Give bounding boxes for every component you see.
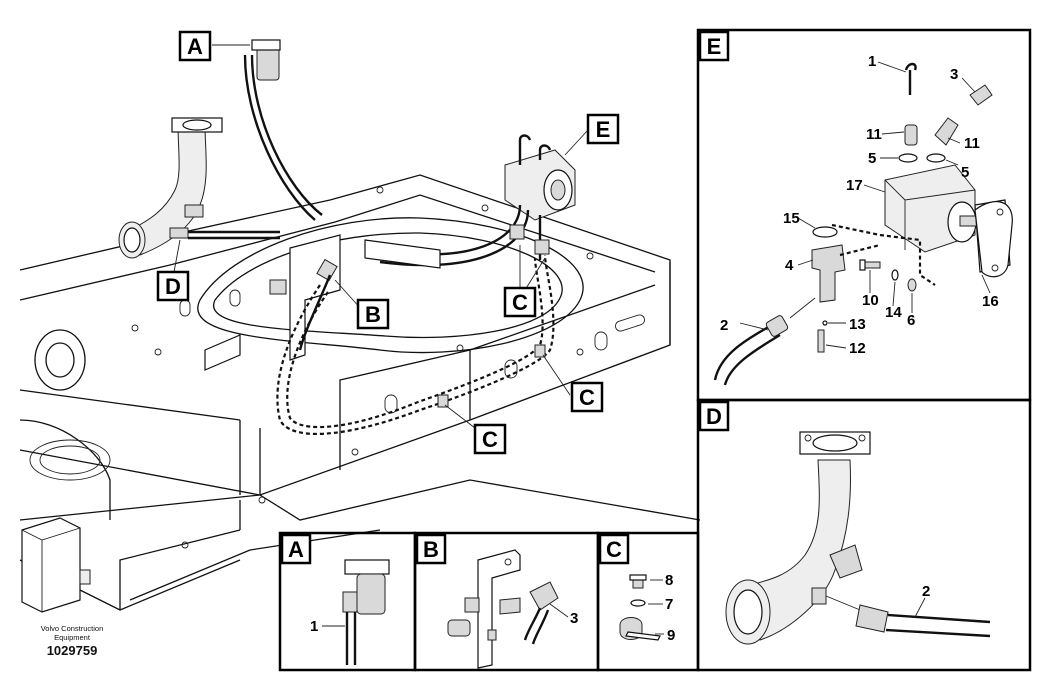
- svg-text:17: 17: [846, 177, 863, 194]
- svg-text:12: 12: [849, 340, 866, 357]
- svg-text:9: 9: [667, 627, 675, 644]
- panel-b: B 3: [413, 531, 600, 672]
- panel-d: D 2: [696, 398, 1032, 672]
- svg-text:1: 1: [868, 53, 876, 70]
- callout-b: B: [356, 298, 390, 330]
- svg-text:1: 1: [310, 618, 318, 635]
- svg-text:5: 5: [961, 164, 969, 181]
- svg-text:C: C: [579, 385, 595, 410]
- svg-text:13: 13: [849, 316, 866, 333]
- svg-text:5: 5: [868, 150, 876, 167]
- svg-text:C: C: [512, 290, 528, 315]
- svg-text:D: D: [165, 274, 181, 299]
- svg-text:2: 2: [922, 583, 930, 600]
- svg-text:10: 10: [862, 292, 879, 309]
- svg-text:3: 3: [950, 66, 958, 83]
- svg-text:7: 7: [665, 596, 673, 613]
- svg-text:8: 8: [665, 572, 673, 589]
- pump-e: [364, 134, 576, 269]
- svg-text:A: A: [187, 34, 203, 59]
- svg-text:D: D: [706, 404, 722, 429]
- svg-text:B: B: [365, 302, 381, 327]
- svg-text:C: C: [606, 537, 622, 562]
- panel-e: E: [696, 28, 1032, 402]
- callout-c-3: C: [473, 423, 507, 455]
- svg-text:16: 16: [982, 293, 999, 310]
- filter-a: [243, 39, 323, 221]
- svg-text:11: 11: [866, 126, 882, 143]
- svg-text:15: 15: [783, 210, 800, 227]
- svg-text:11: 11: [964, 135, 980, 152]
- callout-c-2: C: [570, 381, 604, 413]
- callout-a: A: [178, 30, 212, 62]
- callout-e: E: [586, 113, 620, 145]
- panel-c: C 8 7 9: [596, 531, 700, 672]
- drain-hose: [269, 254, 555, 436]
- svg-text:6: 6: [907, 312, 915, 329]
- svg-text:E: E: [596, 117, 611, 142]
- svg-text:A: A: [288, 537, 304, 562]
- svg-text:14: 14: [885, 304, 902, 321]
- callout-leaders: [173, 44, 589, 429]
- suction-pipe: [118, 117, 280, 259]
- svg-text:B: B: [423, 537, 439, 562]
- brand-label: Volvo Construction Equipment: [40, 624, 104, 642]
- callout-d: D: [156, 270, 190, 302]
- callout-c-1: C: [503, 286, 537, 318]
- machine-frame: [19, 174, 701, 613]
- svg-text:C: C: [482, 427, 498, 452]
- panel-a: A 1: [278, 531, 417, 672]
- document-number: 1029759: [46, 643, 98, 658]
- svg-text:4: 4: [785, 257, 794, 274]
- svg-text:E: E: [707, 34, 722, 59]
- svg-text:3: 3: [570, 610, 578, 627]
- svg-text:2: 2: [720, 317, 728, 334]
